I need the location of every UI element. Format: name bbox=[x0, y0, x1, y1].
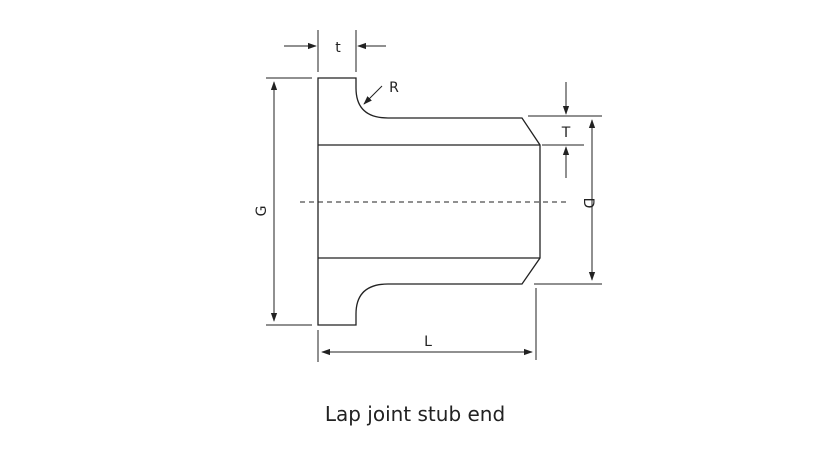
label-t: t bbox=[335, 40, 341, 56]
label-r: R bbox=[389, 80, 399, 96]
diagram-title: Lap joint stub end bbox=[324, 402, 506, 426]
label-l: L bbox=[424, 334, 432, 350]
label-T: T bbox=[561, 125, 571, 141]
label-g: G bbox=[254, 206, 270, 217]
label-d: D bbox=[580, 198, 596, 209]
r-leader-arrow bbox=[363, 85, 383, 105]
